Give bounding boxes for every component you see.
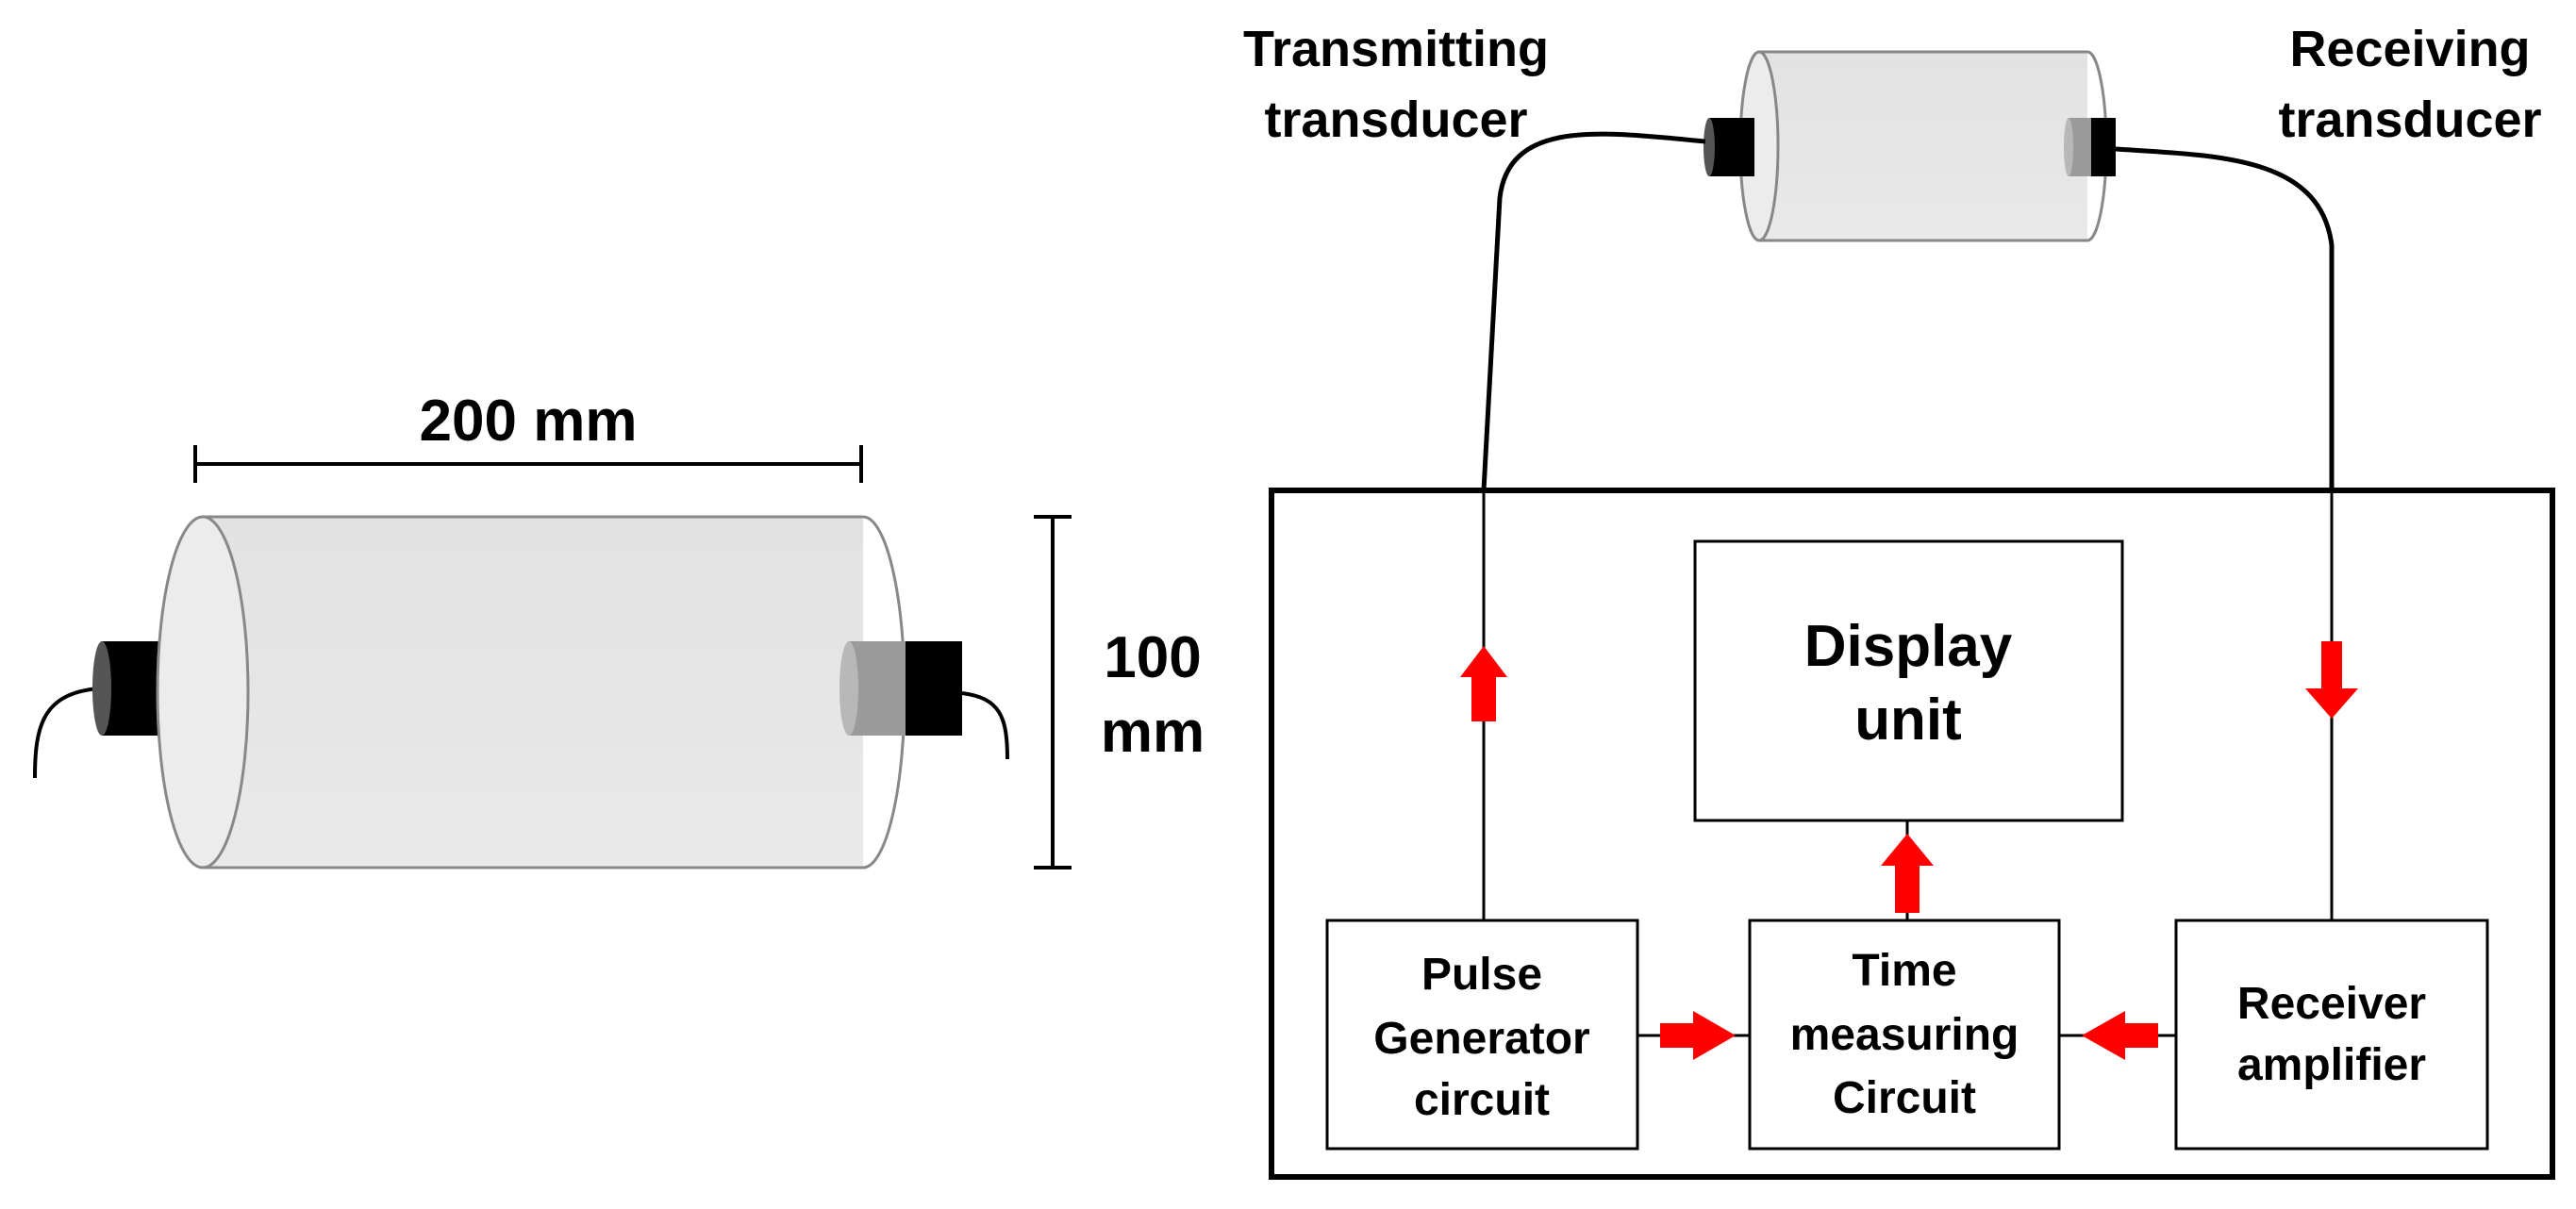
pulse-label-line3: circuit: [1414, 1075, 1550, 1125]
time-label-line3: Circuit: [1833, 1073, 1976, 1123]
transmitting-transducer: [1703, 118, 1754, 176]
display-label-line1: Display: [1804, 614, 2013, 679]
right-transducer-cable: [961, 691, 1009, 760]
specimen-figure: 200 mm 100 mm: [33, 389, 1205, 869]
pulse-label-line1: Pulse: [1421, 950, 1542, 1000]
diameter-label-line2: mm: [1101, 700, 1205, 765]
test-specimen-cylinder: [1738, 50, 2108, 242]
left-transducer-cable: [33, 687, 100, 779]
display-label-line2: unit: [1854, 687, 1962, 753]
right-transducer: [839, 641, 962, 736]
diameter-label-line1: 100: [1104, 625, 1201, 690]
left-arrow-amplifier-to-time: [2082, 1011, 2158, 1060]
up-arrow-pulse: [1460, 646, 1507, 721]
receiving-transducer: [2064, 118, 2116, 176]
pulse-label-line2: Generator: [1373, 1014, 1589, 1064]
transmitting-cable: [1481, 131, 1706, 491]
receiving-label-line1: Receiving: [2289, 21, 2530, 77]
pulse-generator-box: Pulse Generator circuit: [1325, 919, 1639, 1151]
specimen-cylinder: [156, 515, 906, 869]
display-unit-box: Display unit: [1693, 539, 2124, 822]
test-setup: Transmitting transducer Receiving transd…: [1243, 21, 2555, 1180]
down-arrow-receive: [2305, 641, 2358, 719]
receiver-label-line2: amplifier: [2237, 1040, 2426, 1090]
right-arrow-pulse-to-time: [1660, 1011, 1736, 1060]
receiving-label-line2: transducer: [2278, 91, 2541, 148]
length-dimension: 200 mm: [193, 389, 863, 483]
diameter-dimension: 100 mm: [1034, 515, 1205, 869]
length-label: 200 mm: [420, 389, 638, 454]
up-arrow-display: [1881, 834, 1934, 913]
receiver-amplifier-box: Receiver amplifier: [2174, 919, 2489, 1151]
time-measuring-box: Time measuring Circuit: [1748, 919, 2061, 1151]
transmitting-label-line1: Transmitting: [1243, 21, 1549, 77]
transmitting-label-line2: transducer: [1264, 91, 1527, 148]
signal-flow-arrows: [1460, 641, 2358, 1060]
receiver-label-line1: Receiver: [2237, 979, 2426, 1029]
instrument-box: [1269, 488, 2555, 1180]
time-label-line1: Time: [1852, 946, 1956, 996]
time-label-line2: measuring: [1790, 1010, 2019, 1060]
receiving-cable: [2115, 146, 2335, 490]
